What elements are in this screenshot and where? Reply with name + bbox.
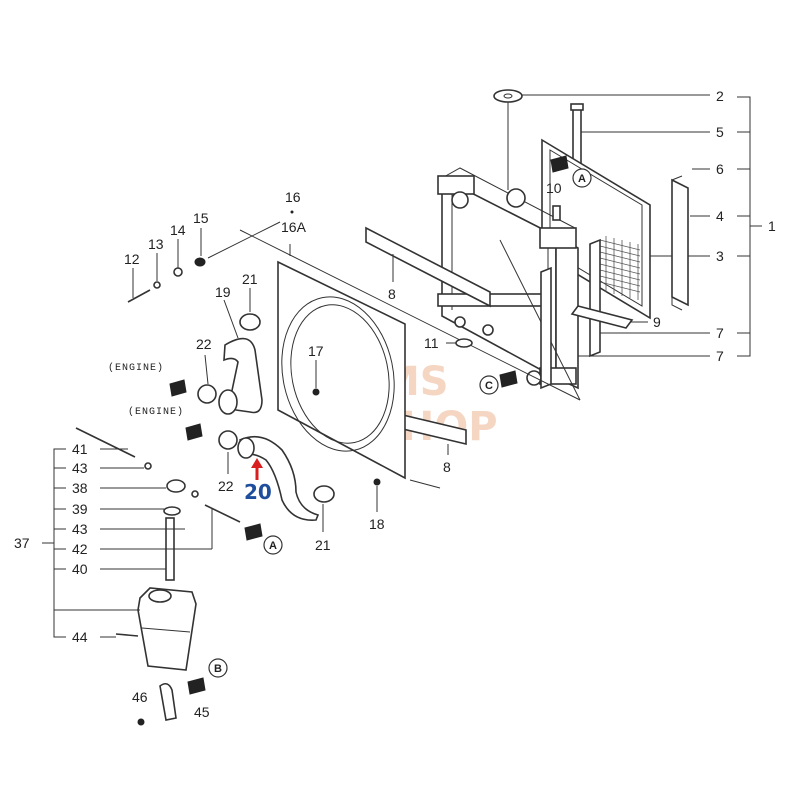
- callout-arrow-icon: [187, 155, 569, 695]
- fan-shroud: [239, 229, 581, 489]
- reservoir-assembly: [75, 427, 241, 726]
- bolt-10: [552, 205, 561, 221]
- label-19: 19: [215, 284, 231, 300]
- bolt-18: [373, 478, 381, 512]
- foam-strip-9: [570, 305, 634, 329]
- label-21-lower: 21: [315, 537, 331, 553]
- bracket-part-1: [737, 96, 762, 357]
- label-17: 17: [308, 343, 324, 359]
- label-8-lower: 8: [443, 459, 451, 475]
- label-4: 4: [716, 208, 724, 224]
- label-5: 5: [716, 124, 724, 140]
- callout-circle-a-bottom: A: [263, 535, 283, 555]
- label-37: 37: [14, 535, 30, 551]
- engine-arrow-icon: [169, 379, 203, 441]
- label-16a: 16A: [281, 219, 307, 235]
- grommet-11: [446, 338, 473, 348]
- screen-frame: [541, 138, 651, 320]
- label-15: 15: [193, 210, 209, 226]
- label-13: 13: [148, 236, 164, 252]
- label-3: 3: [716, 248, 724, 264]
- foam-strip-7: [540, 238, 601, 390]
- callout-a-top-text: A: [578, 173, 586, 185]
- label-12: 12: [124, 251, 140, 267]
- highlight-arrow-icon: [251, 458, 263, 480]
- label-7-upper: 7: [716, 325, 724, 341]
- label-11: 11: [424, 335, 439, 351]
- engine-label-upper: (ENGINE): [108, 362, 164, 374]
- label-7-lower: 7: [716, 348, 724, 364]
- label-41: 41: [72, 441, 88, 457]
- callout-a-bottom-text: A: [269, 540, 277, 552]
- upper-hose-19: [218, 299, 263, 415]
- hose-clamp-21: [239, 288, 335, 532]
- label-22-upper: 22: [196, 336, 212, 352]
- label-6: 6: [716, 161, 724, 177]
- callout-circle-c: C: [479, 375, 499, 395]
- label-18: 18: [369, 516, 385, 532]
- label-10: 10: [546, 180, 562, 196]
- side-plate: [671, 175, 689, 311]
- label-45: 45: [194, 704, 210, 720]
- label-8-upper: 8: [388, 286, 396, 302]
- label-40: 40: [72, 561, 88, 577]
- label-38: 38: [72, 480, 88, 496]
- callout-c-text: C: [485, 380, 493, 392]
- label-2: 2: [716, 88, 724, 104]
- label-44: 44: [72, 629, 88, 645]
- label-1: 1: [768, 218, 776, 234]
- callout-circle-a-top: A: [572, 168, 592, 188]
- label-9: 9: [653, 314, 661, 330]
- callout-b-text: B: [214, 663, 222, 675]
- bolt-set-12-15: [127, 221, 281, 303]
- hose-clamp-22: [197, 354, 238, 474]
- label-39: 39: [72, 501, 88, 517]
- engine-label-lower: (ENGINE): [128, 406, 184, 418]
- label-42: 42: [72, 541, 88, 557]
- label-43-lower: 43: [72, 521, 88, 537]
- radiator-cap-plate: [493, 89, 523, 190]
- label-20-highlight: 20: [244, 480, 272, 504]
- label-46: 46: [132, 689, 148, 705]
- callout-circle-b: B: [208, 658, 228, 678]
- lower-hose-20: [237, 435, 320, 521]
- part-labels: 2 5 6 4 3 7 7 1 10 9 8 8 11 12 13 14 15 …: [14, 88, 776, 720]
- label-21-upper: 21: [242, 271, 258, 287]
- bolt-17: [312, 360, 320, 396]
- bracket-part-37: [42, 448, 213, 638]
- label-16: 16: [285, 189, 301, 205]
- label-14: 14: [170, 222, 186, 238]
- label-43-upper: 43: [72, 460, 88, 476]
- label-22-lower: 22: [218, 478, 234, 494]
